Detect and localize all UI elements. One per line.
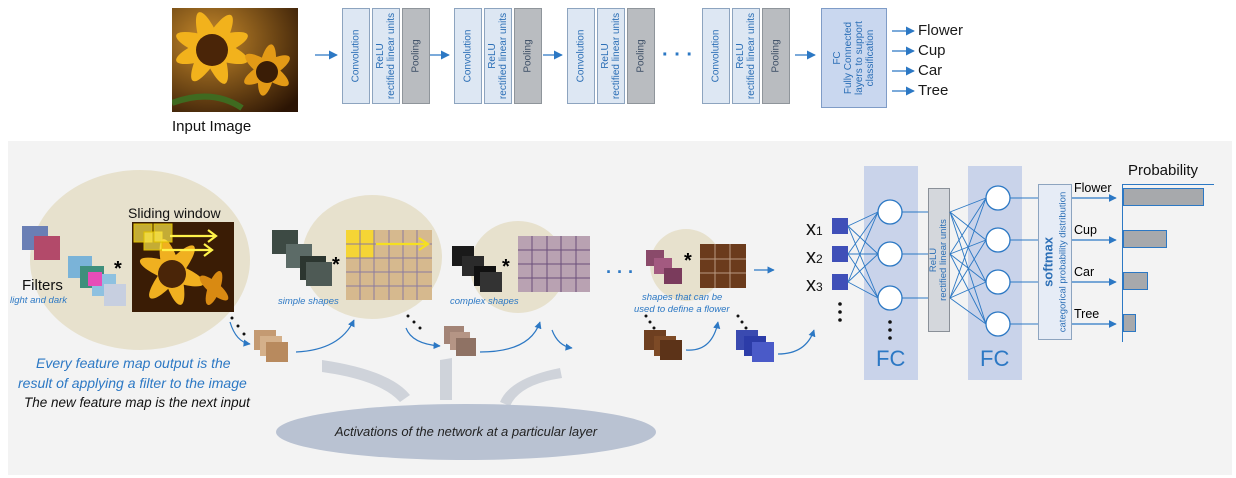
activations-ellipse bbox=[276, 404, 656, 460]
probability-axis-vertical bbox=[1122, 184, 1123, 342]
fc2-node-2 bbox=[985, 227, 1011, 253]
input-node-2 bbox=[832, 246, 848, 262]
sliding-window-label: Sliding window bbox=[128, 205, 221, 221]
probability-bar-tree bbox=[1123, 314, 1136, 332]
fc1-node-3 bbox=[877, 285, 903, 311]
probability-axis bbox=[1122, 184, 1214, 185]
probability-title: Probability bbox=[1128, 162, 1199, 179]
probability-bar-car bbox=[1123, 272, 1148, 290]
complex-shapes-label: complex shapes bbox=[450, 296, 519, 307]
arrow-stack4-inputs bbox=[777, 329, 816, 355]
class-label-tree: Tree bbox=[1074, 307, 1100, 321]
simple-shapes-stack bbox=[272, 230, 332, 286]
flower-shapes-label-2: used to define a flower bbox=[634, 304, 730, 315]
input-image bbox=[172, 8, 298, 112]
filters-sublabel: light and dark bbox=[10, 295, 68, 306]
relu-stage-3: ReLU rectified linear units bbox=[597, 8, 625, 104]
input-node-1 bbox=[832, 218, 848, 234]
input-x2: x2 bbox=[806, 246, 823, 268]
output-flower: Flower bbox=[918, 22, 964, 39]
stage-ellipsis: · · · bbox=[662, 44, 694, 66]
complex-shapes-stack bbox=[452, 246, 502, 292]
fc-label-2: FC bbox=[980, 346, 1010, 371]
fmap-stack-1 bbox=[254, 330, 288, 362]
activation-arrow-3 bbox=[500, 368, 562, 406]
fc2-node-3 bbox=[985, 269, 1011, 295]
fmap-stack-2 bbox=[444, 326, 476, 356]
conv-stage-3: Convolution bbox=[567, 8, 595, 104]
sunflower-image bbox=[172, 8, 298, 112]
caption-line-2: result of applying a filter to the image bbox=[18, 375, 247, 391]
pool-stage-3: Pooling bbox=[627, 8, 655, 104]
softmax-box: softmax categorical probability distribu… bbox=[1038, 184, 1072, 340]
input-image-label: Input Image bbox=[172, 118, 252, 135]
feature-grid-1 bbox=[346, 230, 432, 300]
relu-stage-4: ReLU rectified linear units bbox=[732, 8, 760, 104]
filters-label: Filters bbox=[22, 277, 63, 294]
class-label-flower: Flower bbox=[1074, 181, 1112, 195]
output-cup: Cup bbox=[918, 42, 946, 59]
class-label-car: Car bbox=[1074, 265, 1095, 279]
top-arrows bbox=[315, 26, 915, 96]
fc-stage: FC Fully Connected layers to support cla… bbox=[821, 8, 887, 108]
probability-bar-flower bbox=[1123, 188, 1204, 206]
fmap-stack-3 bbox=[644, 330, 682, 360]
star-3: * bbox=[502, 256, 510, 278]
sliding-window-image bbox=[132, 222, 234, 312]
class-label-cup: Cup bbox=[1074, 223, 1097, 237]
bottom-ellipsis: · · · bbox=[606, 262, 634, 282]
input-x1: x1 bbox=[806, 218, 823, 240]
relu-stage-1: ReLU rectified linear units bbox=[372, 8, 400, 104]
fc2-node-4 bbox=[985, 311, 1011, 337]
feature-grid-3 bbox=[700, 244, 746, 288]
fc-label-1: FC bbox=[876, 346, 906, 371]
star-1: * bbox=[114, 258, 122, 280]
pool-stage-4: Pooling bbox=[762, 8, 790, 104]
arrow-to-stack1 bbox=[229, 321, 251, 347]
input-x3: x3 bbox=[806, 274, 823, 296]
arrow-grid2-down bbox=[551, 329, 573, 351]
activations-label: Activations of the network at a particul… bbox=[334, 424, 598, 439]
output-car: Car bbox=[918, 62, 943, 79]
filter-stack bbox=[22, 226, 126, 306]
arrow-stack2-grid2 bbox=[479, 321, 542, 353]
arrow-stack3-up bbox=[685, 321, 721, 351]
fc2-node-1 bbox=[985, 185, 1011, 211]
star-4: * bbox=[684, 250, 692, 272]
relu-box: ReLU rectified linear units bbox=[928, 188, 950, 332]
output-tree: Tree bbox=[918, 82, 949, 99]
pool-stage-2: Pooling bbox=[514, 8, 542, 104]
arrow-to-stack2 bbox=[405, 327, 441, 350]
input-node-3 bbox=[832, 274, 848, 290]
arrow-stack1-grid1 bbox=[295, 319, 355, 353]
caption-line-3: The new feature map is the next input bbox=[24, 395, 250, 410]
activation-arrow-1 bbox=[322, 360, 410, 402]
simple-shapes-label: simple shapes bbox=[278, 296, 339, 307]
caption-line-1: Every feature map output is the bbox=[36, 355, 231, 371]
fmap-stack-4 bbox=[736, 330, 774, 362]
conv-stage-1: Convolution bbox=[342, 8, 370, 104]
pool-stage-1: Pooling bbox=[402, 8, 430, 104]
flower-shapes-stack bbox=[646, 250, 682, 284]
fc1-node-1 bbox=[877, 199, 903, 225]
relu-stage-2: ReLU rectified linear units bbox=[484, 8, 512, 104]
fc1-node-2 bbox=[877, 241, 903, 267]
probability-bars bbox=[1123, 186, 1235, 346]
activation-arrow-2 bbox=[440, 358, 452, 400]
flower-shapes-label-1: shapes that can be bbox=[642, 292, 723, 303]
feature-grid-2 bbox=[518, 236, 590, 292]
star-2: * bbox=[332, 254, 340, 276]
conv-stage-4: Convolution bbox=[702, 8, 730, 104]
probability-bar-cup bbox=[1123, 230, 1167, 248]
conv-stage-2: Convolution bbox=[454, 8, 482, 104]
